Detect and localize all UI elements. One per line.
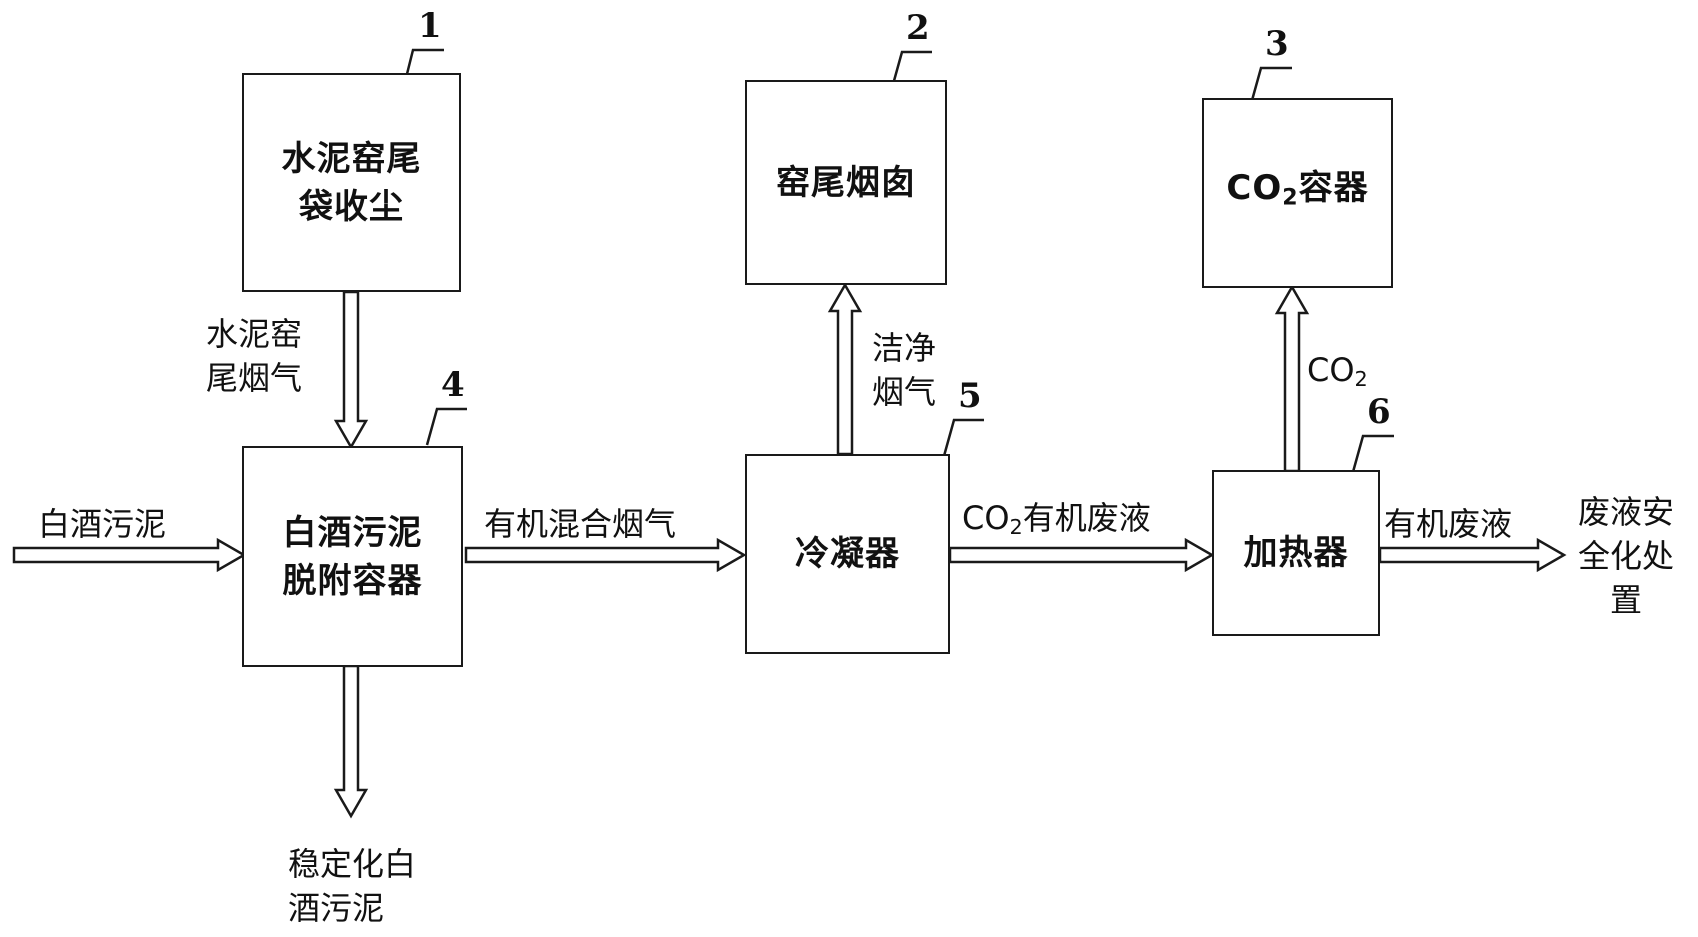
flow-label-co2-gas: CO2: [1307, 348, 1368, 401]
flow-label-organic-liquid: 有机废液: [1384, 505, 1513, 543]
flow-disposal-line3: 置: [1610, 581, 1643, 619]
node-1-line2: 袋收尘: [299, 186, 404, 227]
flow-label-clean-gas: 洁净 烟气: [872, 326, 936, 414]
flow-clean-gas-line2: 烟气: [872, 373, 937, 411]
flow-co2-gas-sub: 2: [1354, 367, 1368, 392]
arrow-organic-liquid: [1378, 537, 1567, 573]
leader-5: [942, 418, 984, 457]
flow-co2-gas-prefix: CO: [1307, 351, 1355, 389]
node-3-prefix: CO: [1226, 168, 1283, 209]
flow-disposal-line2: 全化处: [1578, 537, 1675, 575]
flow-clean-gas-line1: 洁净: [872, 329, 937, 367]
node-kiln-bag-dust-collector: 水泥窑尾 袋收尘: [242, 73, 461, 292]
arrow-co2-liquid: [948, 537, 1215, 573]
flow-label-sludge-in: 白酒污泥: [38, 505, 167, 543]
node-heater: 加热器: [1212, 470, 1380, 636]
flow-label-disposal: 废液安 全化处 置: [1578, 490, 1674, 622]
arrow-co2-gas: [1274, 284, 1310, 473]
arrow-clean-gas: [827, 282, 863, 456]
node-4-line2: 脱附容器: [282, 560, 423, 601]
flow-co2-liquid-sub: 2: [1009, 515, 1023, 540]
node-number-2: 2: [906, 8, 930, 48]
flow-co2-liquid-suffix: 有机废液: [1022, 499, 1151, 537]
flow-stabilized-line1: 稳定化白: [288, 845, 417, 883]
node-number-3: 3: [1265, 24, 1289, 64]
node-4-line1: 白酒污泥: [282, 512, 423, 553]
flow-disposal-line1: 废液安: [1578, 493, 1675, 531]
node-6-label: 加热器: [1243, 533, 1349, 573]
node-3-sub: 2: [1282, 184, 1299, 211]
node-1-line1: 水泥窑尾: [281, 138, 422, 179]
flow-label-co2-liquid: CO2有机废液: [962, 496, 1151, 549]
node-5-label: 冷凝器: [795, 534, 900, 574]
leader-4: [425, 407, 467, 446]
node-co2-container: CO2容器: [1202, 98, 1393, 288]
leader-3: [1249, 66, 1292, 105]
node-number-1: 1: [418, 6, 442, 46]
flow-label-stabilized: 稳定化白 酒污泥: [288, 842, 416, 930]
node-kiln-chimney: 窑尾烟囱: [745, 80, 947, 285]
node-sludge-desorption-vessel: 白酒污泥 脱附容器: [242, 446, 463, 667]
arrow-stabilized: [333, 664, 369, 819]
arrow-sludge-in: [12, 537, 247, 573]
node-condenser: 冷凝器: [745, 454, 950, 654]
flow-kiln-gas-line2: 尾烟气: [206, 359, 303, 397]
arrow-mixed-gas: [464, 537, 747, 573]
leader-2: [890, 50, 932, 89]
flow-stabilized-line2: 酒污泥: [288, 889, 385, 927]
node-number-5: 5: [958, 376, 982, 416]
arrow-kiln-gas: [333, 290, 369, 450]
leader-6: [1351, 434, 1394, 473]
node-2-label: 窑尾烟囱: [776, 162, 916, 203]
flow-co2-liquid-prefix: CO: [962, 499, 1010, 537]
node-number-4: 4: [441, 365, 465, 405]
node-number-6: 6: [1367, 392, 1391, 432]
node-3-suffix: 容器: [1298, 168, 1369, 209]
flow-label-kiln-gas: 水泥窑 尾烟气: [206, 312, 302, 400]
flow-kiln-gas-line1: 水泥窑: [206, 315, 303, 353]
flow-label-mixed-gas: 有机混合烟气: [484, 505, 677, 543]
node-3-label: CO2容器: [1226, 164, 1368, 222]
